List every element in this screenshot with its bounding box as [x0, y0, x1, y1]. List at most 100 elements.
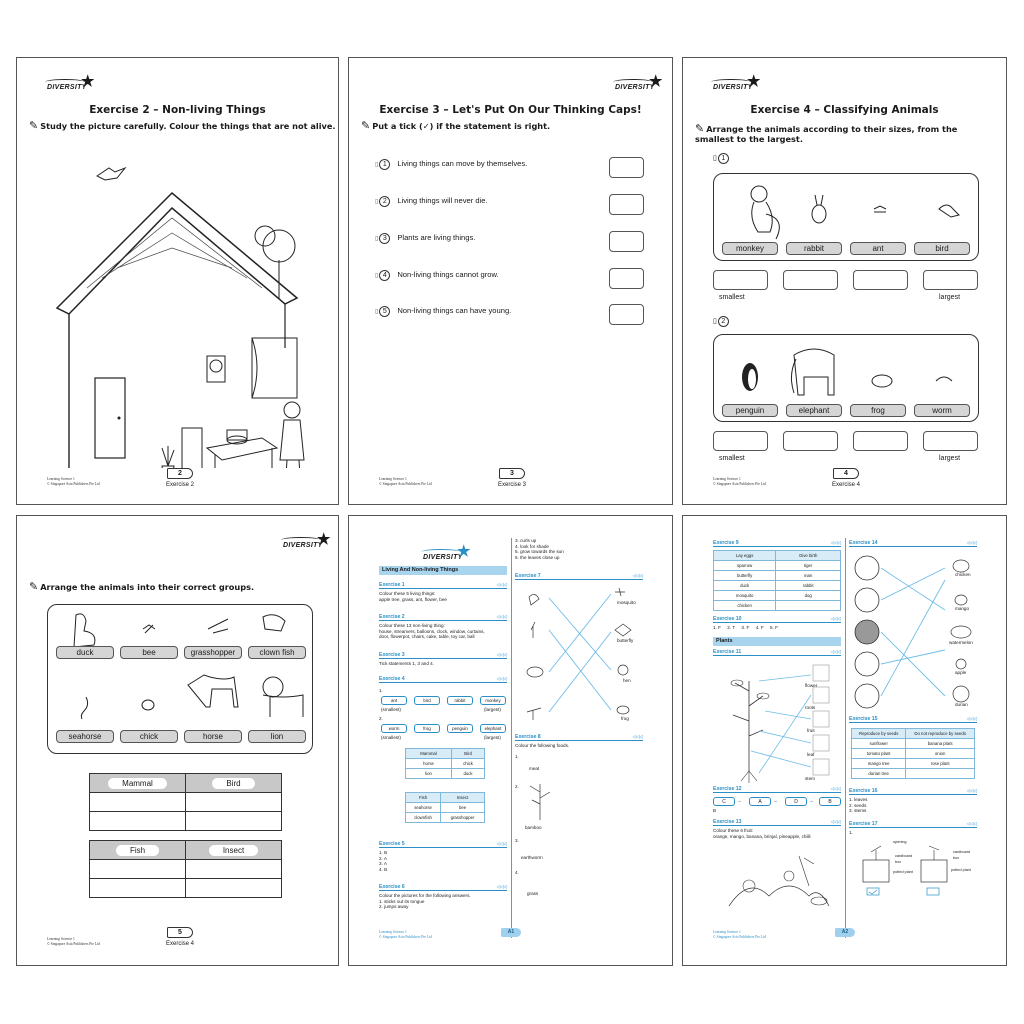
page-number-badge: 3: [499, 468, 525, 479]
tick-box-4[interactable]: [609, 268, 644, 289]
answer-pill: rabbit: [447, 696, 473, 705]
animal-label: penguin: [722, 404, 778, 417]
exercise-answer: Colour these 13 non-living thing:house, …: [379, 623, 485, 640]
pencil-icon: ✎: [695, 122, 705, 135]
column-divider: [845, 538, 846, 938]
answer-box[interactable]: [713, 431, 768, 451]
page-label: Exercise 3: [497, 482, 526, 488]
exercise-answer: Colour these 6 fruit:orange, mango, bana…: [713, 828, 811, 839]
cardboard-box-experiment: [862, 845, 948, 896]
tick-box-3[interactable]: [609, 231, 644, 252]
largest-label: (largest): [484, 735, 501, 740]
animal-label: frog: [850, 404, 906, 417]
pencil-icon: ✎: [29, 119, 39, 132]
exercise-heading: Exercise 1◁◁◁: [379, 582, 507, 589]
page-number-badge: A2: [835, 928, 855, 937]
worksheet-page-exercise-4-groups: DIVERSITY★ ✎Arrange the animals into the…: [16, 515, 339, 966]
answer-box[interactable]: [853, 270, 908, 290]
tick-box-1[interactable]: [609, 157, 644, 178]
answer-page-a1: DIVERSITY★ Living And Non-living Things …: [348, 515, 673, 966]
publisher-credit: Learning Science 1© Singapore Asia Publi…: [47, 477, 100, 486]
question-number-1: ▯1: [713, 153, 729, 164]
flow-step: B: [819, 797, 841, 806]
exercise-answer: Colour these 5 living things:apple tree,…: [379, 591, 447, 602]
answer-box[interactable]: [923, 270, 978, 290]
exercise-heading: Exercise 8◁◁◁: [515, 734, 643, 741]
publisher-credit: Learning Science 1© Singapore Asia Publi…: [713, 930, 766, 939]
match-label: butterfly: [617, 638, 634, 643]
page-label: Exercise 4: [831, 482, 860, 488]
publisher-credit: Learning Science 1© Singapore Asia Publi…: [47, 937, 100, 946]
page-title: Exercise 2 – Non-living Things: [89, 104, 266, 116]
bamboo-drawing: [529, 784, 551, 820]
matching-lines-diagram: [526, 587, 632, 720]
question-number-2: ▯2: [713, 316, 729, 327]
exercise-answer: Colour the pictures for the following an…: [379, 893, 471, 910]
page-number-badge: 5: [167, 927, 193, 938]
largest-label: largest: [939, 294, 961, 301]
instruction: ✎Put a tick (✓) if the statement is righ…: [361, 119, 551, 132]
worksheet-page-exercise-3: DIVERSITY★ Exercise 3 – Let's Put On Our…: [348, 57, 673, 505]
answer-pill: frog: [414, 724, 440, 733]
food-label: bamboo: [525, 825, 542, 830]
worksheet-page-exercise-4: DIVERSITY★ Exercise 4 – Classifying Anim…: [682, 57, 1007, 505]
publisher-credit: Learning Science 1© Singapore Asia Publi…: [379, 930, 432, 939]
answer-box[interactable]: [713, 270, 768, 290]
diversity-logo: DIVERSITY★: [281, 531, 331, 549]
answer-pill: elephant: [480, 724, 506, 733]
arrow-icon: →: [737, 798, 742, 803]
exercise-heading: Exercise 9◁◁◁: [713, 540, 841, 547]
worksheet-page-exercise-2: DIVERSITY★ Exercise 2 – Non-living Thing…: [16, 57, 339, 505]
arrow-icon: →: [809, 798, 814, 803]
largest-label: (largest): [484, 707, 501, 712]
fruit-picture: [728, 855, 830, 907]
page-number-badge: 2: [167, 468, 193, 479]
answer-number: 1.: [379, 688, 383, 693]
answer-box[interactable]: [923, 431, 978, 451]
plant-part-label: roots: [805, 705, 816, 710]
instruction: ✎Arrange the animals into their correct …: [29, 580, 255, 593]
arrow-icon: →: [773, 798, 778, 803]
answer-box[interactable]: [783, 270, 838, 290]
exercise-heading: Exercise 13◁◁◁: [713, 819, 841, 826]
plant-part-label: stem: [805, 776, 815, 781]
animal-label: bird: [914, 242, 970, 255]
exercise-answer: B: [713, 808, 717, 813]
diagram-label: potted plant: [951, 868, 971, 872]
animal-label: chick: [120, 730, 178, 743]
animal-label: lion: [248, 730, 306, 743]
animal-groups-panel: duck bee grasshopper clown fish seahorse…: [47, 604, 313, 754]
smallest-label: smallest: [719, 455, 745, 462]
answer-box[interactable]: [853, 431, 908, 451]
smallest-label: (smallest): [381, 735, 401, 740]
tick-box-2[interactable]: [609, 194, 644, 215]
animal-label: grasshopper: [184, 646, 242, 659]
answer-box[interactable]: [783, 431, 838, 451]
match-label: mosquito: [617, 600, 636, 605]
exercise-heading: Exercise 11◁◁◁: [713, 649, 841, 656]
instruction: ✎Arrange the animals according to their …: [695, 122, 958, 144]
exercise-heading: Exercise 12◁◁◁: [713, 786, 841, 793]
animal-drawings: [742, 348, 953, 396]
page-number-badge: A1: [501, 928, 521, 937]
page-label: Exercise 4: [165, 941, 194, 947]
instruction: ✎Study the picture carefully. Colour the…: [29, 119, 336, 132]
diversity-logo: DIVERSITY★: [421, 543, 471, 561]
pencil-icon: ✎: [361, 119, 371, 132]
food-label: earthworm: [521, 855, 543, 860]
tick-box-5[interactable]: [609, 304, 644, 325]
publisher-credit: Learning Science 1© Singapore Asia Publi…: [379, 477, 432, 486]
animal-drawings: [750, 185, 960, 240]
answer-pill: monkey: [480, 696, 506, 705]
plant-parts-diagram: [730, 664, 830, 783]
animal-label: monkey: [722, 242, 778, 255]
exercise-heading: Exercise 3◁◁◁: [379, 652, 507, 659]
